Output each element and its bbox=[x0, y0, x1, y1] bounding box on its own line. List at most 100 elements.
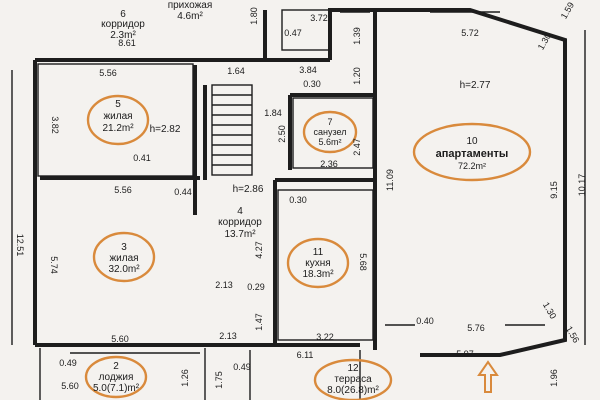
dim: 0.44 bbox=[174, 187, 192, 197]
room2-name: лоджия bbox=[99, 372, 134, 383]
dim: 2.13 bbox=[219, 331, 237, 341]
dim: 1.80 bbox=[249, 7, 259, 25]
dim: 5.74 bbox=[49, 256, 59, 274]
dim: 2.13 bbox=[215, 280, 233, 290]
room3-name: жилая bbox=[109, 253, 138, 264]
terrace-sides bbox=[249, 350, 361, 400]
dim: 1.26 bbox=[180, 369, 190, 387]
room12-num: 12 bbox=[347, 363, 359, 374]
room7-area: 5.6m² bbox=[318, 137, 341, 147]
room7-name: санузел bbox=[314, 127, 347, 137]
corridor4-num: 4 bbox=[237, 206, 243, 217]
room5-outline bbox=[37, 63, 194, 177]
room10-num: 10 bbox=[466, 136, 478, 147]
dim: 0.29 bbox=[247, 282, 265, 292]
dim: 1.64 bbox=[227, 66, 245, 76]
room5-name: жилая bbox=[103, 111, 132, 122]
dim: 3.22 bbox=[316, 332, 334, 342]
dim: 0.40 bbox=[416, 316, 434, 326]
dim: 0.49 bbox=[59, 358, 77, 368]
highlight-room10 bbox=[412, 122, 532, 182]
dim: 0.41 bbox=[133, 153, 151, 163]
kitchen-outline bbox=[277, 189, 374, 341]
highlight-room5 bbox=[86, 94, 150, 146]
height-labels: h=2.82 h=2.86 h=2.77 bbox=[150, 80, 491, 195]
highlight-room12 bbox=[313, 358, 393, 400]
room3-num: 3 bbox=[121, 242, 127, 253]
corridor6-area: 2.3m² bbox=[110, 30, 136, 41]
dim: 2.47 bbox=[352, 138, 362, 156]
room11-num: 11 bbox=[313, 247, 324, 258]
highlight-room11 bbox=[286, 237, 350, 289]
dim: 1.84 bbox=[264, 108, 282, 118]
dim: 5.76 bbox=[467, 323, 485, 333]
room2-area: 5.0(7.1)m² bbox=[93, 383, 140, 394]
dim: 5.56 bbox=[99, 68, 117, 78]
stair-steps bbox=[212, 94, 252, 166]
walls bbox=[33, 8, 567, 357]
entrance-arrow-icon bbox=[477, 360, 499, 393]
hall-box bbox=[281, 9, 331, 51]
dim: 8.61 bbox=[118, 38, 136, 48]
hall-area: 4.6m² bbox=[177, 11, 203, 22]
dim: 2.50 bbox=[277, 125, 287, 143]
dim: 3.72 bbox=[310, 13, 328, 23]
room5-num: 5 bbox=[115, 99, 121, 110]
dim: 0.30 bbox=[303, 79, 321, 89]
dim: 1.39 bbox=[352, 27, 362, 45]
bath-outline bbox=[292, 97, 374, 169]
dim: 6.11 bbox=[297, 350, 314, 360]
room-highlights bbox=[84, 94, 532, 400]
room12-name: терраса bbox=[334, 374, 372, 385]
room11-name: кухня bbox=[305, 258, 330, 269]
dim: 5.68 bbox=[358, 253, 368, 271]
height-corridor: h=2.86 bbox=[233, 184, 264, 195]
dim: 5.60 bbox=[111, 334, 129, 344]
wall-apartment-outer bbox=[420, 8, 567, 357]
dim: 1.96 bbox=[549, 369, 559, 387]
room-labels: 5 жилая 21.2m² 7 санузел 5.6m² 10 апарта… bbox=[93, 99, 508, 396]
dim: 3.82 bbox=[50, 116, 60, 134]
dim: 5.56 bbox=[114, 185, 132, 195]
dim: 4.27 bbox=[254, 241, 264, 259]
room5-area: 21.2m² bbox=[102, 123, 134, 134]
highlight-room3 bbox=[92, 231, 156, 283]
highlight-room7 bbox=[302, 110, 358, 154]
room2-num: 2 bbox=[113, 361, 119, 372]
stairs bbox=[211, 84, 253, 176]
corridor6-num: 6 bbox=[120, 9, 126, 20]
dim: 5.97 bbox=[456, 349, 474, 359]
dim: 1.20 bbox=[352, 67, 362, 85]
room11-area: 18.3m² bbox=[302, 269, 334, 280]
room7-num: 7 bbox=[327, 117, 332, 127]
top-labels: 6 корридор 2.3m² прихожая 4.6m² bbox=[101, 0, 212, 41]
dim: 5.72 bbox=[461, 28, 479, 38]
corridor6-name: корридор bbox=[101, 19, 145, 30]
dim: 9.15 bbox=[549, 181, 559, 199]
corridor4-name: корридор bbox=[218, 217, 262, 228]
height-apartment: h=2.77 bbox=[460, 80, 491, 91]
corridor4-area: 13.7m² bbox=[224, 229, 256, 240]
dim: 3.84 bbox=[299, 65, 317, 75]
room12-area: 8.0(26.8)m² bbox=[327, 385, 379, 396]
dim: 0.30 bbox=[289, 195, 307, 205]
dim: 0.49 bbox=[233, 362, 251, 372]
room3-area: 32.0m² bbox=[108, 264, 140, 275]
dim: 1.47 bbox=[254, 313, 264, 331]
dim: 12.51 bbox=[15, 234, 25, 257]
height-room5: h=2.82 bbox=[150, 124, 181, 135]
details bbox=[11, 9, 586, 400]
dim: 2.36 bbox=[320, 159, 338, 169]
dim: 0.47 bbox=[284, 28, 302, 38]
dimension-labels: 8.61 5.56 1.64 1.80 3.72 0.47 1.39 3.84 … bbox=[15, 0, 587, 391]
room10-area: 72.2m² bbox=[458, 161, 486, 171]
room10-name: апартаменты bbox=[436, 148, 509, 160]
loggia-sides bbox=[39, 348, 206, 400]
dim: 1.59 bbox=[559, 0, 576, 20]
dim: 1.75 bbox=[214, 371, 224, 389]
hall-name: прихожая bbox=[168, 0, 213, 11]
highlight-room2 bbox=[84, 355, 148, 399]
dim: 10.17 bbox=[577, 174, 587, 197]
dim: 11.09 bbox=[385, 169, 395, 191]
